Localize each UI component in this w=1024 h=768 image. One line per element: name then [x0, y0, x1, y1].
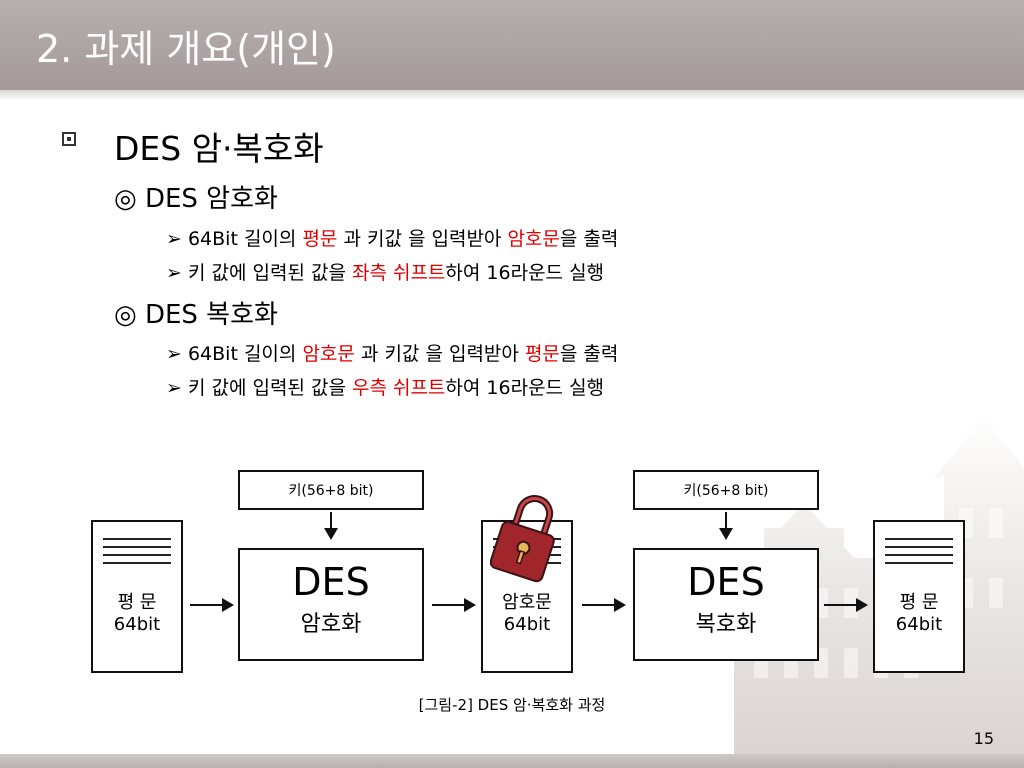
des-mode: 복호화 [695, 612, 757, 637]
arrow-bullet-icon: ➢ [166, 377, 182, 399]
des-encrypt-box: DES 암호화 [238, 548, 424, 661]
des-label: DES [292, 560, 370, 604]
bullet-item: ➢ 키 값에 입력된 값을 좌측 쉬프트하여 16라운드 실행 [166, 262, 605, 284]
bullet-item: ➢ 64Bit 길이의 평문 과 키값 을 입력받아 암호문을 출력 [166, 228, 619, 250]
right-arrow [582, 598, 626, 612]
des-mode: 암호화 [300, 612, 362, 637]
right-arrow [824, 598, 868, 612]
plaintext-output-doc: 평 문 64bit [873, 520, 965, 673]
des-label: DES [687, 560, 765, 604]
slide-title: 2. 과제 개요(개인) [36, 27, 336, 71]
arrow-bullet-icon: ➢ [166, 343, 182, 365]
page-number: 15 [973, 729, 994, 748]
main-heading-text: DES 암·복호화 [114, 129, 324, 168]
section-encrypt-label: ◎ DES 암호화 [114, 184, 278, 214]
arrow-bullet-icon: ➢ [166, 228, 182, 250]
key-box-encrypt: 키(56+8 bit) [238, 470, 424, 510]
right-arrow [432, 598, 476, 612]
doc-size: 64bit [113, 614, 161, 635]
figure-caption: [그림-2] DES 암·복호화 과정 [418, 696, 606, 714]
doc-size: 64bit [503, 614, 551, 635]
bullet-item: ➢ 키 값에 입력된 값을 우측 쉬프트하여 16라운드 실행 [166, 377, 605, 399]
down-arrow [719, 512, 733, 540]
down-arrow [324, 512, 338, 540]
plaintext-input-doc: 평 문 64bit [91, 520, 183, 673]
doc-label: 평 문 [117, 592, 157, 613]
arrow-bullet-icon: ➢ [166, 262, 182, 284]
square-bullet-icon [62, 132, 76, 146]
right-arrow [190, 598, 234, 612]
bullet-item: ➢ 64Bit 길이의 암호문 과 키값 을 입력받아 평문을 출력 [166, 343, 619, 365]
section-decrypt-label: ◎ DES 복호화 [114, 300, 278, 330]
title-bar-shadow [0, 90, 1024, 100]
footer-strip [0, 754, 1024, 768]
title-bar: 2. 과제 개요(개인) [0, 0, 1024, 100]
doc-label: 평 문 [899, 592, 939, 613]
des-decrypt-box: DES 복호화 [633, 548, 819, 661]
key-box-decrypt: 키(56+8 bit) [633, 470, 819, 510]
doc-label: 암호문 [502, 592, 552, 613]
doc-size: 64bit [895, 614, 943, 635]
padlock-icon [490, 495, 555, 583]
